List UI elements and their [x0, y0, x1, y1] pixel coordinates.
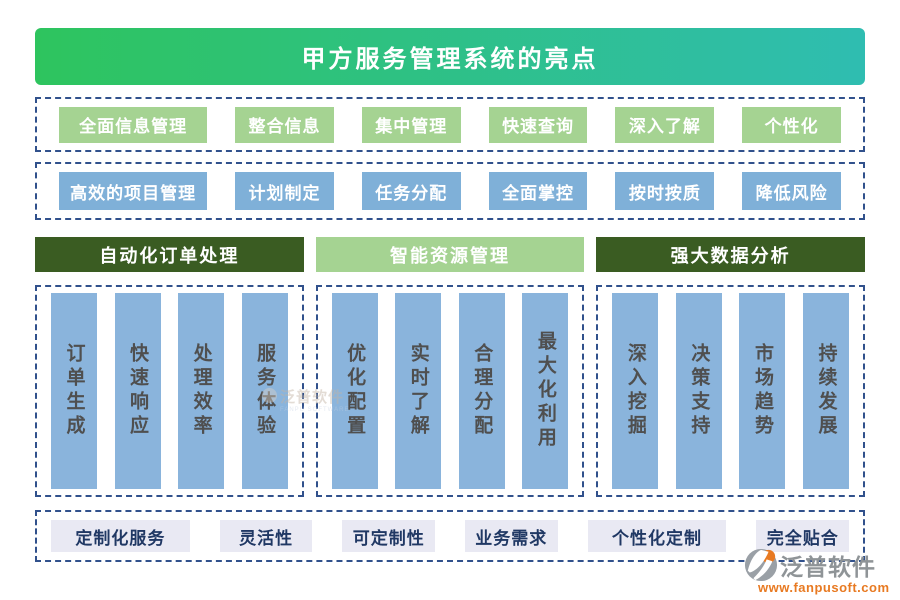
column-header-data-analysis: 强大数据分析 [596, 237, 866, 272]
bar-label: 决策支持 [688, 343, 710, 439]
badge-custom-service: 定制化服务 [51, 520, 190, 552]
badge-deep-understanding: 深入了解 [615, 106, 715, 143]
column-resource-management: 智能资源管理 优化配置 实时了解 合理分配 最大化利用 [315, 237, 585, 497]
badge-flexibility: 灵活性 [219, 520, 313, 552]
benefit-row-customization: 定制化服务 灵活性 可定制性 业务需求 个性化定制 完全贴合 [35, 510, 865, 562]
badge-central-management: 集中管理 [361, 106, 461, 143]
feature-bar: 决策支持 [675, 293, 722, 489]
feature-bar: 服务体验 [241, 293, 288, 489]
badge-project-management: 高效的项目管理 [59, 172, 208, 210]
badge-quick-query: 快速查询 [488, 106, 588, 143]
column-order-processing: 自动化订单处理 订单生成 快速响应 处理效率 服务体验 [35, 237, 304, 497]
bar-label: 最大化利用 [534, 331, 556, 451]
fanpu-logo-icon [744, 548, 778, 582]
column-header-order-processing: 自动化订单处理 [35, 237, 304, 272]
benefit-row-information: 全面信息管理 整合信息 集中管理 快速查询 深入了解 个性化 [35, 97, 865, 152]
bar-label: 服务体验 [254, 343, 276, 439]
bar-label: 优化配置 [344, 343, 366, 439]
badge-personalization: 个性化 [742, 106, 841, 143]
benefit-row-project: 高效的项目管理 计划制定 任务分配 全面掌控 按时按质 降低风险 [35, 162, 865, 220]
feature-columns: 自动化订单处理 订单生成 快速响应 处理效率 服务体验 智能资源管理 优化配置 … [35, 237, 866, 497]
bar-label: 快速响应 [127, 343, 149, 439]
fanpu-logo: 泛普软件 www.fanpusoft.com [744, 548, 890, 595]
badge-customizability: 可定制性 [342, 520, 436, 552]
badge-task-assignment: 任务分配 [361, 172, 461, 210]
feature-bar: 处理效率 [178, 293, 225, 489]
bar-label: 深入挖掘 [624, 343, 646, 439]
badge-full-control: 全面掌控 [488, 172, 588, 210]
badge-business-needs: 业务需求 [465, 520, 558, 552]
badge-integrate-info: 整合信息 [235, 106, 334, 143]
logo-name: 泛普软件 [780, 555, 876, 580]
feature-bar: 市场趋势 [739, 293, 786, 489]
column-body-resource-management: 优化配置 实时了解 合理分配 最大化利用 [315, 285, 585, 497]
bar-label: 合理分配 [471, 343, 493, 439]
badge-info-management: 全面信息管理 [59, 106, 208, 143]
column-body-order-processing: 订单生成 快速响应 处理效率 服务体验 [35, 285, 304, 497]
bar-label: 实时了解 [407, 343, 429, 439]
column-header-resource-management: 智能资源管理 [315, 237, 585, 272]
feature-bar: 合理分配 [458, 293, 505, 489]
badge-perfect-fit: 完全贴合 [756, 520, 850, 552]
badge-plan-making: 计划制定 [235, 172, 334, 210]
feature-bar: 优化配置 [331, 293, 378, 489]
column-data-analysis: 强大数据分析 深入挖掘 决策支持 市场趋势 持续发展 [596, 237, 866, 497]
bar-label: 处理效率 [190, 343, 212, 439]
feature-bar: 深入挖掘 [612, 293, 659, 489]
column-body-data-analysis: 深入挖掘 决策支持 市场趋势 持续发展 [596, 285, 866, 497]
bar-label: 市场趋势 [751, 343, 773, 439]
page-title: 甲方服务管理系统的亮点 [35, 28, 865, 85]
feature-bar: 持续发展 [802, 293, 849, 489]
badge-personalized-custom: 个性化定制 [587, 520, 727, 552]
feature-bar: 最大化利用 [522, 293, 569, 489]
bar-label: 订单生成 [63, 343, 85, 439]
feature-bar: 实时了解 [395, 293, 442, 489]
bar-label: 持续发展 [815, 343, 837, 439]
logo-url: www.fanpusoft.com [758, 580, 890, 595]
badge-on-time-quality: 按时按质 [615, 172, 715, 210]
feature-bar: 订单生成 [51, 293, 97, 489]
badge-risk-reduction: 降低风险 [742, 172, 841, 210]
feature-bar: 快速响应 [114, 293, 161, 489]
